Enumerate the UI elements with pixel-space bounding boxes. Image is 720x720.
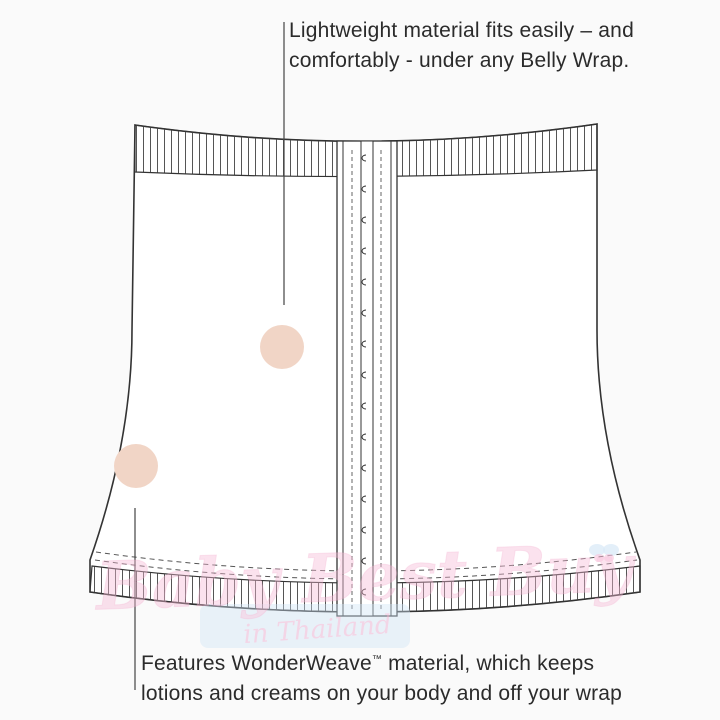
bottom-callout-suffix: material, which keeps [382,652,595,675]
hook-strip [360,140,374,617]
hook-eye [361,309,367,317]
hook-eyes [361,154,367,596]
hook-eye [361,526,367,534]
hook-eye [361,433,367,441]
circle-marker-top [260,325,304,369]
bottom-callout-prefix: Features WonderWeave [141,652,372,675]
hook-eye [361,185,367,193]
hook-eye [361,371,367,379]
hook-eye [361,495,367,503]
hook-eye [361,216,367,224]
bottom-callout-text: Features WonderWeave™ material, which ke… [141,649,622,709]
circle-marker-bottom [114,444,158,488]
hook-eye [361,154,367,162]
hook-eye [361,278,367,286]
watermark-main-text: Baby Best Buy [93,529,639,626]
hook-eye [361,247,367,255]
watermark-sub-badge [200,604,410,648]
hook-eye [361,464,367,472]
butterfly-icon [589,544,619,562]
top-callout-line-2: comfortably - under any Belly Wrap. [289,49,630,72]
hook-eye [361,557,367,565]
trademark-symbol: ™ [371,654,383,665]
watermark-logo: Baby Best Buy in Thailand [92,528,639,650]
bottom-callout-line-1: Features WonderWeave™ material, which ke… [141,649,622,679]
top-callout-text: Lightweight material fits easily – and c… [289,16,634,76]
hook-eye [361,402,367,410]
hook-eye [361,588,367,596]
hook-eye [361,340,367,348]
top-callout-line-1: Lightweight material fits easily – and [289,19,634,42]
bottom-callout-line-2: lotions and creams on your body and off … [141,682,623,705]
